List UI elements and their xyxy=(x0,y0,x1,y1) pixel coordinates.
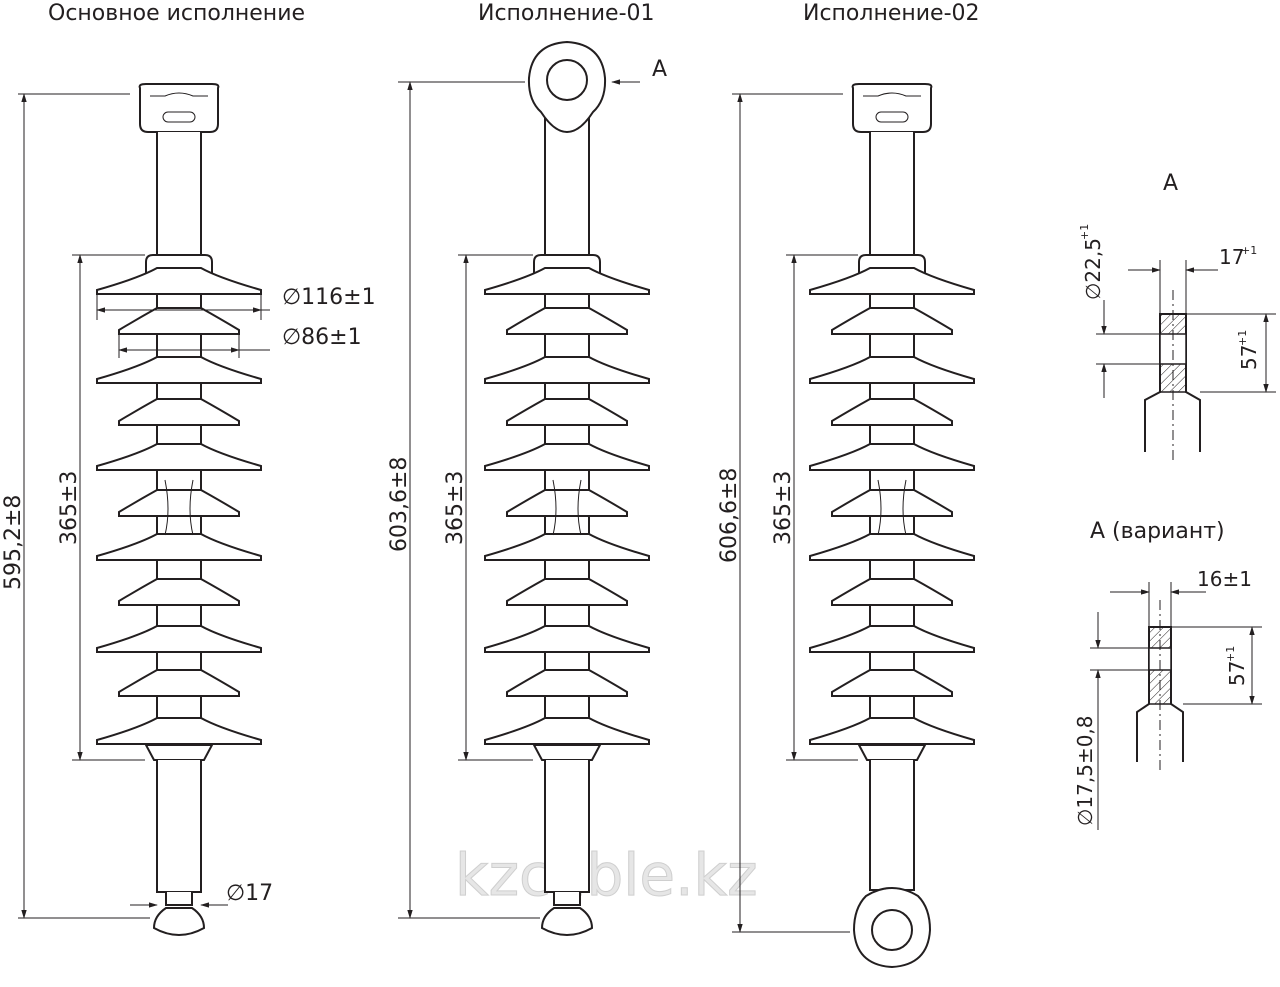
shed xyxy=(96,356,262,384)
detail-a-title: А xyxy=(1163,171,1178,196)
shed xyxy=(809,356,975,384)
view-marker-a: А xyxy=(652,57,667,82)
shed xyxy=(506,307,628,335)
dim-overall-v02: 606,6±8 xyxy=(717,468,742,563)
detail-a-variant-title: А (вариант) xyxy=(1090,519,1225,544)
detail-a-width-tol: +1 xyxy=(1241,244,1257,257)
shed xyxy=(506,669,628,697)
detail-a-variant: А (вариант) 16±1 ∅17,5±0,8 57 +1 xyxy=(1073,519,1262,830)
dim-overall-main: 595,2±8 xyxy=(1,495,26,590)
shed xyxy=(831,489,953,517)
shed xyxy=(118,669,240,697)
detail-a-dia: ∅22,5 xyxy=(1081,238,1105,300)
core-joint xyxy=(164,479,194,536)
dim-overall-v01: 603,6±8 xyxy=(387,457,412,552)
insulator-v02: 606,6±8 365±3 xyxy=(717,83,975,969)
shed xyxy=(506,489,628,517)
shed xyxy=(484,443,650,471)
shed xyxy=(809,533,975,561)
shed xyxy=(484,267,650,295)
dim-span-v01: 365±3 xyxy=(443,471,468,545)
detail-av-height-tol: +1 xyxy=(1224,646,1237,662)
shed xyxy=(831,578,953,606)
detail-a-height: 57 xyxy=(1237,345,1261,370)
insulator-main: 595,2±8 365±3 ∅116±1 ∅86±1 ∅17 xyxy=(1,83,376,936)
detail-av-width: 16±1 xyxy=(1197,567,1252,591)
insulator-v01: А 603,6±8 365±3 xyxy=(387,40,667,936)
shed xyxy=(484,356,650,384)
shed xyxy=(831,398,953,426)
shed xyxy=(118,307,240,335)
detail-av-height: 57 xyxy=(1225,661,1249,686)
shed xyxy=(831,307,953,335)
shed xyxy=(96,443,262,471)
shed xyxy=(809,443,975,471)
sheds-v01 xyxy=(484,254,650,746)
shed xyxy=(96,533,262,561)
sheds-v02 xyxy=(809,254,975,746)
title-v02: Исполнение-02 xyxy=(803,1,980,26)
shed xyxy=(118,578,240,606)
detail-a: А 17 +1 ∅22,5 +1 57 +1 xyxy=(1078,171,1276,460)
sheds-main xyxy=(96,254,262,746)
dim-span-v02: 365±3 xyxy=(771,471,796,545)
title-main: Основное исполнение xyxy=(48,1,305,26)
shed xyxy=(96,267,262,295)
dim-d-large: ∅116±1 xyxy=(282,285,376,310)
core-joint xyxy=(877,479,907,536)
dim-d-pin: ∅17 xyxy=(226,881,273,906)
detail-av-dia: ∅17,5±0,8 xyxy=(1073,715,1097,826)
shed xyxy=(96,625,262,653)
shed xyxy=(831,669,953,697)
detail-a-dia-tol: +1 xyxy=(1078,224,1091,240)
shed xyxy=(506,398,628,426)
title-v01: Исполнение-01 xyxy=(478,1,655,26)
core-joint xyxy=(552,479,582,536)
detail-a-height-tol: +1 xyxy=(1236,330,1249,346)
shed xyxy=(484,533,650,561)
shed xyxy=(484,625,650,653)
shed xyxy=(96,717,262,745)
shed xyxy=(484,717,650,745)
shed xyxy=(506,578,628,606)
shed xyxy=(118,489,240,517)
watermark: kzcable.kz xyxy=(455,841,758,909)
dim-span-main: 365±3 xyxy=(57,471,82,545)
shed xyxy=(809,267,975,295)
shed xyxy=(809,625,975,653)
detail-a-width: 17 xyxy=(1219,245,1244,269)
shed xyxy=(809,717,975,745)
shed xyxy=(118,398,240,426)
dim-d-small: ∅86±1 xyxy=(282,325,362,350)
